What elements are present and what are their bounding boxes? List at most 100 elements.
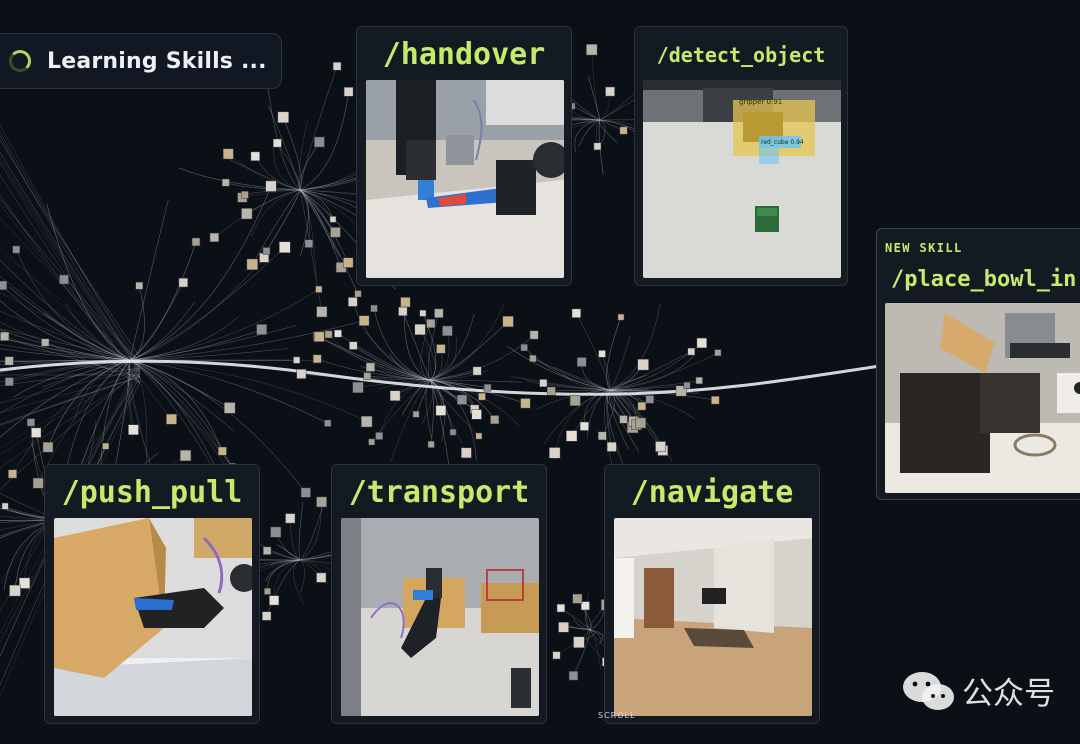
graph-edge	[0, 328, 141, 361]
handover-preview-image	[366, 80, 564, 278]
graph-node-thumbnail	[617, 313, 625, 321]
graph-node-thumbnail	[529, 354, 537, 363]
graph-edge	[299, 66, 338, 191]
graph-edge	[609, 388, 649, 391]
graph-node-thumbnail	[191, 237, 201, 247]
graph-node-thumbnail	[598, 350, 606, 358]
graph-node-thumbnail	[4, 356, 14, 366]
graph-node-thumbnail	[262, 247, 271, 255]
graph-node-thumbnail	[19, 577, 31, 589]
graph-edge	[179, 167, 301, 191]
skill-card-place-bowl-new[interactable]: NEW SKILL /place_bowl_in	[876, 228, 1080, 500]
skill-card-navigate[interactable]: /navigate	[604, 464, 820, 724]
graph-edge	[609, 389, 700, 394]
graph-node-thumbnail	[269, 595, 280, 606]
graph-edge	[609, 389, 640, 452]
graph-edge	[255, 156, 301, 191]
graph-edge	[365, 331, 431, 381]
graph-edge	[43, 312, 131, 361]
graph-node-thumbnail	[102, 442, 110, 450]
skill-card-push-pull[interactable]: /push_pull	[44, 464, 260, 724]
graph-edge	[224, 156, 301, 191]
graph-edge	[599, 119, 618, 143]
graph-edge	[543, 389, 611, 445]
graph-edge	[37, 359, 131, 484]
graph-node-thumbnail	[365, 362, 375, 372]
graph-node-thumbnail	[358, 315, 370, 326]
graph-edge	[419, 329, 436, 381]
graph-edge	[429, 302, 505, 381]
graph-edge	[12, 359, 131, 475]
graph-node-thumbnail	[580, 601, 590, 611]
graph-edge	[129, 247, 286, 361]
graph-node-thumbnail	[178, 277, 188, 288]
skill-title: /place_bowl_in	[891, 267, 1077, 292]
graph-edge	[0, 368, 141, 456]
graph-edge	[129, 359, 328, 424]
graph-node-thumbnail	[586, 44, 598, 56]
graph-edge	[273, 139, 301, 191]
graph-edge	[0, 359, 131, 414]
graph-edge	[0, 322, 141, 383]
graph-node-thumbnail	[434, 308, 444, 318]
graph-edge	[609, 354, 695, 391]
graph-node-thumbnail	[300, 487, 311, 498]
graph-edge	[15, 249, 131, 361]
graph-edge	[266, 559, 301, 617]
graph-edge	[0, 359, 131, 363]
graph-node-thumbnail	[619, 126, 628, 135]
graph-node-thumbnail	[330, 227, 341, 238]
graph-edge	[429, 349, 478, 381]
graph-edge	[0, 161, 141, 374]
graph-node-thumbnail	[398, 306, 408, 316]
graph-edge	[591, 49, 601, 121]
skill-card-detect-object[interactable]: /detect_object gripper 0.91 red_cube 0.9…	[634, 26, 848, 286]
graph-node-thumbnail	[241, 191, 249, 199]
graph-edge	[270, 559, 301, 566]
graph-edge	[129, 359, 148, 465]
skill-card-transport[interactable]: /transport	[331, 464, 547, 724]
graph-edge	[573, 629, 591, 676]
graph-node-thumbnail	[246, 258, 258, 271]
graph-edge	[0, 374, 141, 414]
graph-edge	[129, 241, 197, 361]
graph-node-thumbnail	[135, 281, 144, 290]
graph-node-thumbnail	[475, 432, 483, 440]
graph-edge	[609, 335, 631, 391]
graph-edge	[578, 119, 601, 147]
graph-edge	[429, 368, 489, 381]
graph-edge	[319, 336, 431, 381]
graph-node-thumbnail	[675, 385, 687, 397]
graph-node-thumbnail	[334, 329, 342, 338]
graph-edge	[299, 189, 310, 244]
graph-edge	[0, 343, 131, 361]
graph-node-thumbnail	[4, 377, 14, 387]
graph-edge	[429, 379, 488, 389]
skill-card-handover[interactable]: /handover	[356, 26, 572, 286]
graph-edge	[586, 592, 591, 631]
graph-node-thumbnail	[635, 417, 647, 429]
graph-edge	[273, 559, 301, 601]
graph-edge	[63, 279, 131, 361]
graph-edge	[588, 76, 601, 121]
graph-node-thumbnail	[571, 308, 581, 318]
graph-node-thumbnail	[539, 379, 548, 388]
graph-edge	[128, 359, 134, 430]
graph-edge	[129, 301, 196, 361]
graph-edge	[589, 629, 604, 644]
graph-node-thumbnail	[352, 381, 364, 393]
graph-edge	[129, 359, 307, 493]
graph-edge	[299, 91, 349, 191]
graph-node-thumbnail	[0, 280, 7, 290]
graph-edge	[0, 259, 131, 361]
graph-edge	[415, 379, 431, 415]
graph-edge	[0, 359, 131, 363]
graph-edge	[293, 559, 304, 605]
graph-node-thumbnail	[31, 427, 42, 438]
graph-node-thumbnail	[315, 285, 323, 293]
detect-object-preview-image: gripper 0.91 red_cube 0.94	[643, 80, 841, 278]
graph-edge	[9, 359, 131, 362]
graph-node-thumbnail	[619, 415, 628, 424]
graph-edge	[0, 131, 141, 365]
graph-edge	[0, 135, 141, 373]
